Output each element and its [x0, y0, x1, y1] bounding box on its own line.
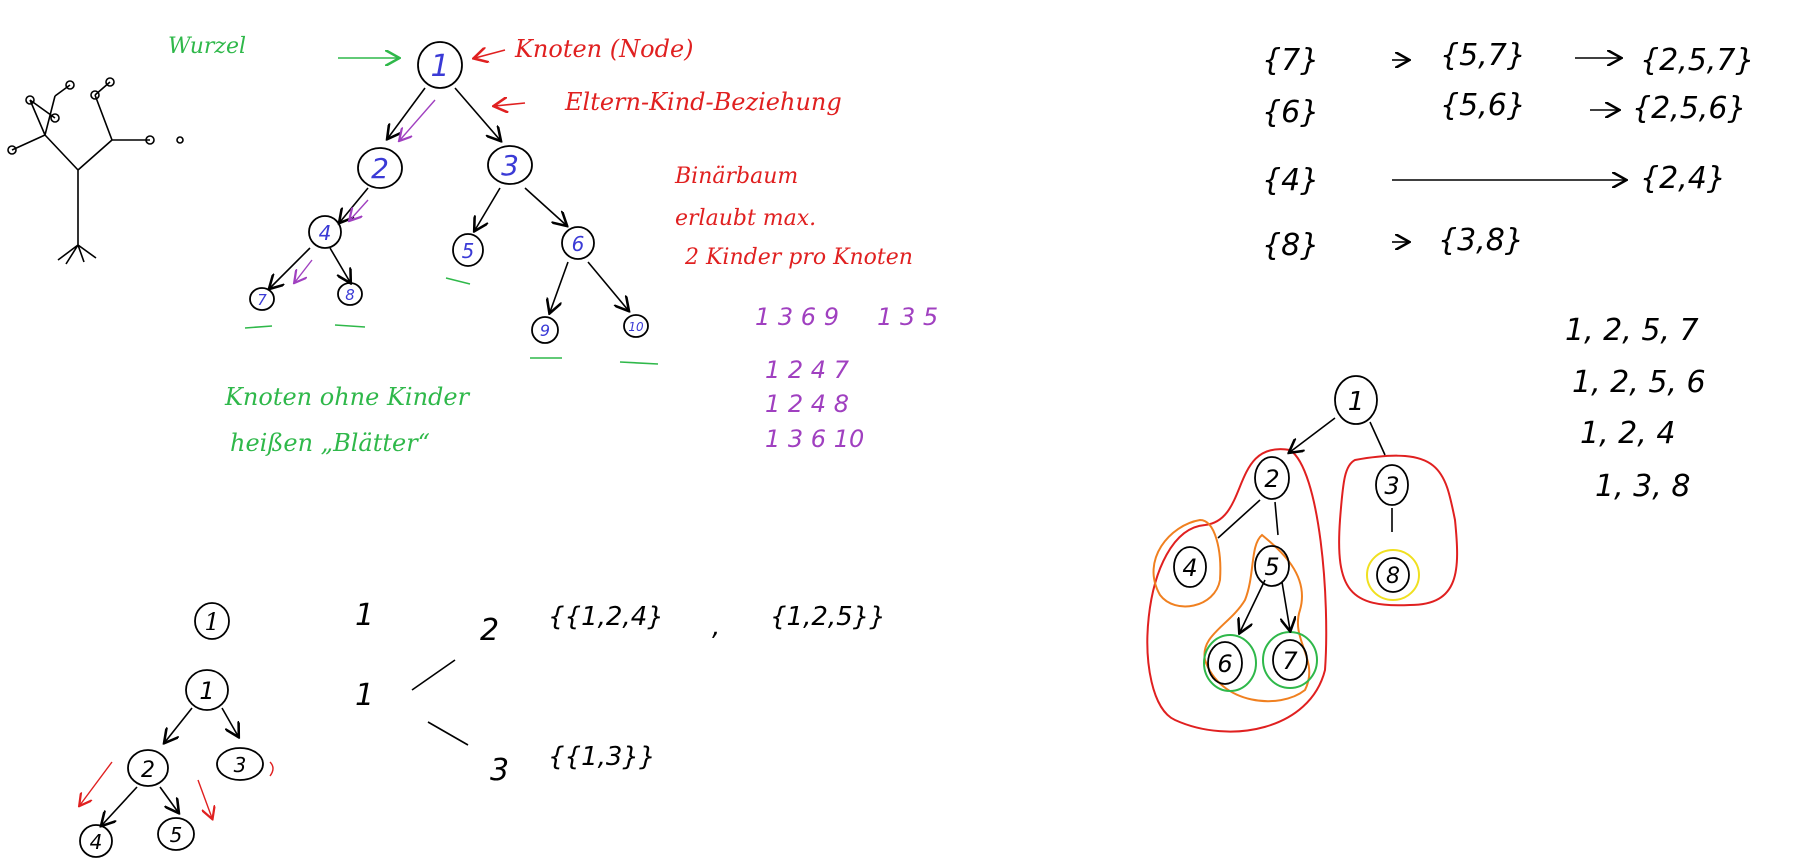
tree-node-3-label: 3	[501, 149, 519, 182]
small-node-3-label: 3	[234, 753, 247, 777]
small-node-4	[79, 824, 113, 858]
tree-node-5-label: 5	[462, 239, 475, 263]
tree-sketch-icon	[7, 77, 184, 265]
right-node-6-label: 6	[1217, 650, 1232, 678]
label-binaerbaum: Binärbaum	[674, 164, 798, 189]
path-line-4: 1 3 6 10	[765, 425, 864, 453]
set-two-a: {{1,2,4}	[548, 602, 664, 632]
right-node-1	[1334, 375, 1378, 425]
label-wurzel: Wurzel	[168, 34, 246, 59]
tree-node-3	[487, 145, 533, 185]
set-row-2-end: {2,5,6}	[1632, 91, 1747, 126]
recursion-three: 3	[490, 753, 509, 788]
set-row-3-start: {4}	[1262, 163, 1319, 198]
tree-node-8	[337, 282, 363, 306]
group-orange-right	[1203, 533, 1311, 703]
right-node-4	[1173, 546, 1207, 588]
tree-node-9	[531, 316, 559, 344]
label-kinder-pro-knoten: 2 Kinder pro Knoten	[684, 245, 913, 270]
small-node-5	[157, 817, 195, 851]
set-row-1-start: {7}	[1262, 43, 1319, 78]
set-three: {{1,3}}	[548, 742, 656, 772]
recursion-sets: 1 1 2 3 {{1,2,4} , {1,2,5}} {{1,3}}	[355, 598, 886, 788]
tree-node-6	[561, 226, 595, 260]
label-knoten: Knoten (Node)	[514, 35, 694, 63]
right-node-5	[1254, 545, 1290, 587]
label-eltern-kind: Eltern-Kind-Beziehung	[564, 88, 842, 116]
group-red-left	[1146, 448, 1328, 733]
set-row-3-end: {2,4}	[1640, 161, 1726, 196]
sets-arrows	[1392, 58, 1625, 242]
tree-node-1-label: 1	[430, 49, 449, 84]
right-node-6	[1207, 641, 1243, 685]
right-node-7-label: 7	[1282, 647, 1298, 675]
small-node-2-label: 2	[141, 758, 155, 783]
group-orange-left	[1152, 518, 1222, 608]
tree-node-4-label: 4	[319, 221, 332, 245]
right-path-4: 1, 3, 8	[1595, 469, 1690, 504]
path-line-2: 1 2 4 7	[765, 356, 850, 384]
small-node-3	[216, 747, 264, 781]
recursion-one-a: 1	[355, 598, 374, 633]
right-node-7	[1272, 639, 1308, 681]
main-tree: 1 2 3 4 5 6 7 8 9 10	[244, 41, 659, 365]
eltern-kind-arrow	[495, 103, 526, 106]
knoten-arrow	[475, 50, 506, 58]
right-path-3: 1, 2, 4	[1580, 416, 1675, 451]
small-node-2	[127, 749, 169, 787]
small-node-1-label: 1	[199, 677, 214, 705]
right-node-1-label: 1	[1348, 387, 1365, 417]
small-single-node	[194, 602, 230, 640]
small-node-1	[185, 669, 229, 711]
recursion-two: 2	[480, 613, 499, 648]
group-red-right	[1338, 454, 1459, 607]
right-node-2	[1254, 456, 1290, 500]
right-node-8	[1376, 557, 1410, 593]
path-line-3: 1 2 4 8	[765, 390, 849, 418]
small-tree: 1 1 2 3 4 5	[79, 602, 274, 858]
set-row-1-mid: {5,7}	[1440, 38, 1526, 73]
recursion-one-b: 1	[355, 678, 374, 713]
right-node-2-label: 2	[1264, 465, 1279, 493]
tree-node-9-label: 9	[540, 321, 550, 340]
group-green-6	[1203, 634, 1257, 692]
tree-node-10	[623, 314, 649, 338]
tree-node-7-label: 7	[257, 291, 267, 309]
small-node-4-label: 4	[90, 830, 103, 854]
tree-node-8-label: 8	[345, 286, 355, 304]
set-row-2-start: {6}	[1262, 95, 1319, 130]
right-node-5-label: 5	[1264, 553, 1279, 581]
set-row-1-end: {2,5,7}	[1640, 43, 1755, 78]
right-node-8-label: 8	[1386, 564, 1400, 589]
label-knoten-ohne-kinder: Knoten ohne Kinder	[224, 383, 471, 411]
right-tree: 1 2 3 4 5 6 7 8	[1146, 375, 1459, 733]
sets-table: {7} {5,7} {2,5,7} {6} {5,6} {2,5,6} {4} …	[1262, 38, 1755, 263]
path-line-1: 1 3 6 9 1 3 5	[755, 303, 938, 331]
small-single-node-label: 1	[204, 608, 219, 636]
tree-node-6-label: 6	[572, 232, 585, 256]
right-node-3	[1375, 464, 1409, 506]
right-path-2: 1, 2, 5, 6	[1572, 365, 1706, 400]
tree-node-2	[357, 147, 403, 189]
tree-node-1	[417, 41, 463, 89]
set-row-4-mid: {3,8}	[1438, 223, 1524, 258]
small-node-5-label: 5	[170, 823, 183, 847]
set-two-separator: ,	[712, 612, 720, 642]
right-node-4-label: 4	[1182, 554, 1197, 582]
tree-node-10-label: 10	[628, 320, 644, 334]
right-path-1: 1, 2, 5, 7	[1565, 313, 1699, 348]
label-erlaubt: erlaubt max.	[675, 206, 816, 231]
tree-node-4	[308, 215, 342, 249]
tree-node-7	[249, 287, 275, 311]
leaf-underlines	[244, 277, 659, 365]
right-node-3-label: 3	[1384, 472, 1399, 500]
group-yellow-8	[1366, 549, 1420, 601]
tree-node-2-label: 2	[371, 152, 389, 185]
set-row-2-mid: {5,6}	[1440, 88, 1526, 123]
set-two-b: {1,2,5}}	[770, 602, 886, 632]
label-blaetter: heißen „Blätter“	[230, 429, 430, 457]
tree-node-5	[452, 233, 484, 267]
set-row-4-start: {8}	[1262, 228, 1319, 263]
